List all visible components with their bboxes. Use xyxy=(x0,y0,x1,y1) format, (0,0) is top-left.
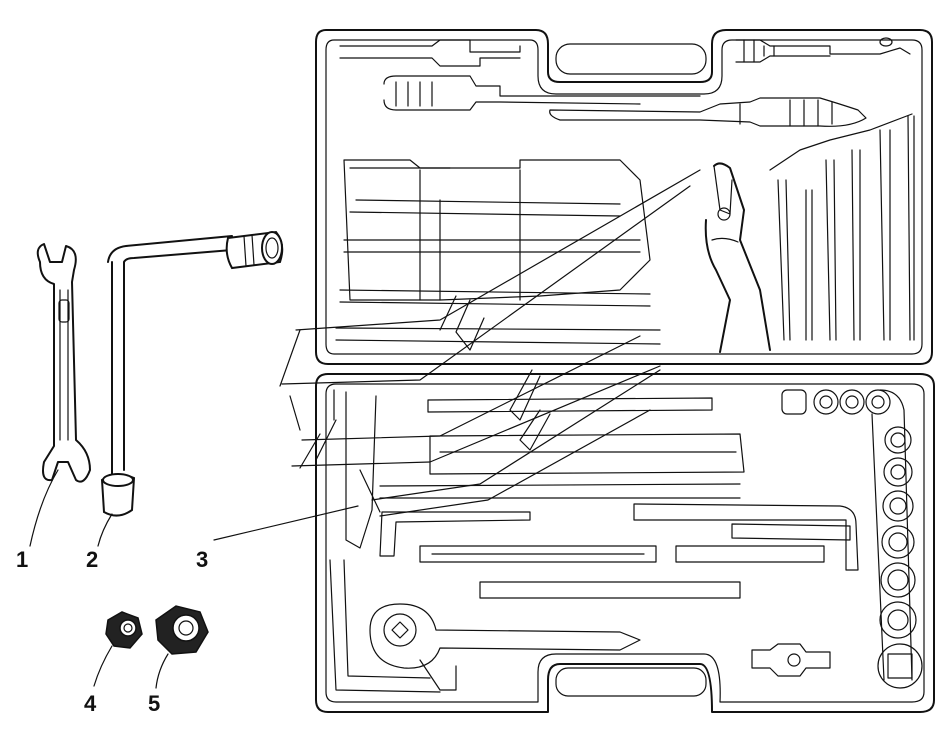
perspective-guides xyxy=(279,169,701,517)
large-nut xyxy=(155,605,209,655)
case-lid xyxy=(315,29,933,365)
callout-labels: 1 2 3 4 5 xyxy=(16,547,208,716)
callout-4: 4 xyxy=(84,691,97,716)
small-nut xyxy=(105,611,143,649)
leader-line-5 xyxy=(155,653,169,689)
leader-line-2 xyxy=(97,513,113,547)
leader-line-4 xyxy=(93,645,113,687)
callout-1: 1 xyxy=(16,547,28,572)
case-base xyxy=(315,373,935,713)
open-end-wrench xyxy=(36,243,91,483)
leader-lines xyxy=(29,469,359,689)
callout-3: 3 xyxy=(196,547,208,572)
l-socket-wrench xyxy=(100,230,284,517)
leader-line-1 xyxy=(29,469,59,547)
callout-2: 2 xyxy=(86,547,98,572)
leader-line-3 xyxy=(213,505,359,541)
callout-5: 5 xyxy=(148,691,160,716)
tool-case xyxy=(279,29,935,713)
